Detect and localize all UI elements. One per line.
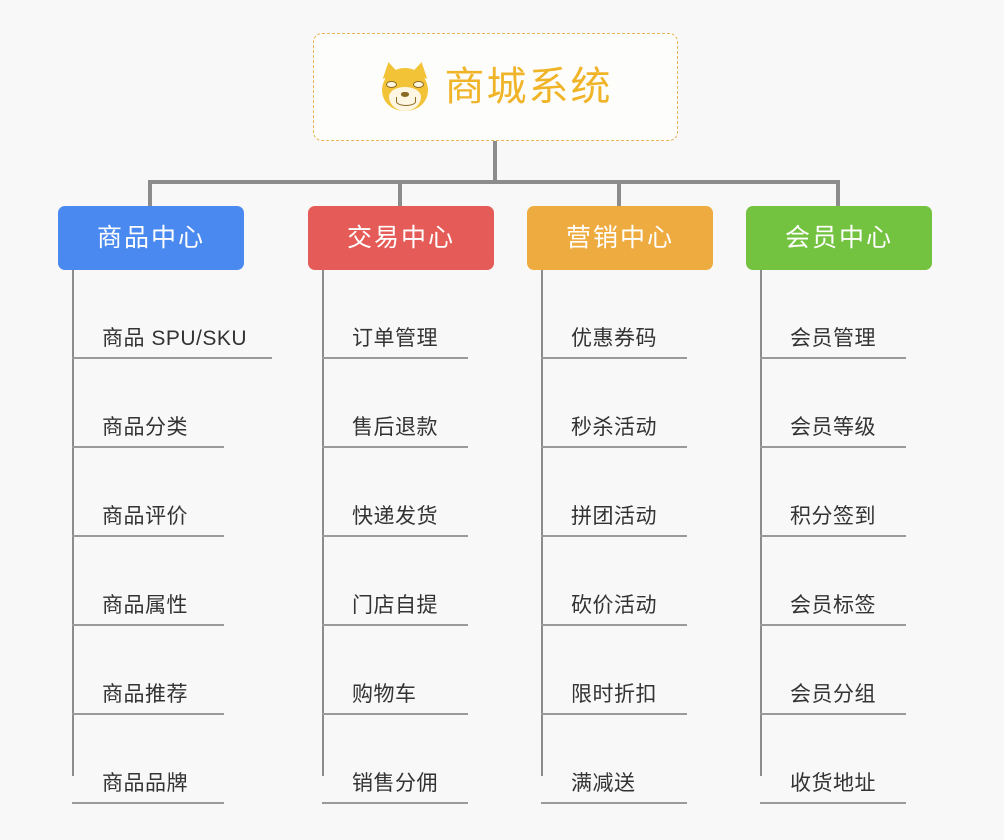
leaf-label: 商品分类 bbox=[102, 415, 188, 439]
leaf-label: 会员等级 bbox=[790, 415, 876, 439]
leaf-label: 门店自提 bbox=[352, 593, 438, 617]
leaf-item[interactable]: 购物车 bbox=[308, 626, 494, 715]
leaf-label: 快递发货 bbox=[352, 504, 438, 528]
branch-marketing-center: 营销中心 优惠券码 秒杀活动 拼团活动 砍价活动 限时折扣 满减送 bbox=[527, 206, 713, 804]
leaf-label: 砍价活动 bbox=[571, 593, 657, 617]
branch-transaction-center: 交易中心 订单管理 售后退款 快递发货 门店自提 购物车 销售分佣 bbox=[308, 206, 494, 804]
leaf-label: 商品品牌 bbox=[102, 771, 188, 795]
leaf-item[interactable]: 会员标签 bbox=[746, 537, 932, 626]
leaf-item[interactable]: 限时折扣 bbox=[527, 626, 713, 715]
branch-header-product-center[interactable]: 商品中心 bbox=[58, 206, 244, 270]
leaf-label: 限时折扣 bbox=[571, 682, 657, 706]
connector-drop-branch-1 bbox=[148, 182, 152, 209]
leaf-item[interactable]: 积分签到 bbox=[746, 448, 932, 537]
leaf-list-marketing-center: 优惠券码 秒杀活动 拼团活动 砍价活动 限时折扣 满减送 bbox=[527, 270, 713, 804]
branch-header-transaction-center[interactable]: 交易中心 bbox=[308, 206, 494, 270]
leaf-item[interactable]: 商品属性 bbox=[58, 537, 244, 626]
leaf-item[interactable]: 商品 SPU/SKU bbox=[58, 270, 272, 359]
leaf-label: 满减送 bbox=[571, 771, 636, 795]
leaf-item[interactable]: 拼团活动 bbox=[527, 448, 713, 537]
leaf-label: 积分签到 bbox=[790, 504, 876, 528]
leaf-item[interactable]: 门店自提 bbox=[308, 537, 494, 626]
connector-drop-branch-3 bbox=[617, 182, 621, 209]
leaf-label: 拼团活动 bbox=[571, 504, 657, 528]
leaf-item[interactable]: 订单管理 bbox=[308, 270, 494, 359]
branch-header-marketing-center[interactable]: 营销中心 bbox=[527, 206, 713, 270]
root-title: 商城系统 bbox=[444, 65, 613, 109]
leaf-label: 收货地址 bbox=[790, 771, 876, 795]
leaf-item[interactable]: 收货地址 bbox=[746, 715, 932, 804]
leaf-label: 优惠券码 bbox=[571, 326, 657, 350]
leaf-label: 售后退款 bbox=[352, 415, 438, 439]
leaf-list-product-center: 商品 SPU/SKU 商品分类 商品评价 商品属性 商品推荐 商品品牌 bbox=[58, 270, 272, 804]
leaf-item[interactable]: 会员分组 bbox=[746, 626, 932, 715]
leaf-label: 商品属性 bbox=[102, 593, 188, 617]
shiba-inu-dog-icon bbox=[379, 60, 431, 113]
leaf-label: 商品 SPU/SKU bbox=[102, 326, 248, 350]
branch-header-member-center[interactable]: 会员中心 bbox=[746, 206, 932, 270]
leaf-item[interactable]: 秒杀活动 bbox=[527, 359, 713, 448]
leaf-item[interactable]: 商品分类 bbox=[58, 359, 244, 448]
leaf-item[interactable]: 快递发货 bbox=[308, 448, 494, 537]
connector-root-vertical bbox=[493, 141, 497, 182]
leaf-list-member-center: 会员管理 会员等级 积分签到 会员标签 会员分组 收货地址 bbox=[746, 270, 932, 804]
leaf-item[interactable]: 会员管理 bbox=[746, 270, 932, 359]
leaf-label: 秒杀活动 bbox=[571, 415, 657, 439]
leaf-label: 购物车 bbox=[352, 682, 417, 706]
leaf-label: 订单管理 bbox=[352, 326, 438, 350]
leaf-label: 销售分佣 bbox=[352, 771, 438, 795]
connector-horizontal-bar bbox=[148, 180, 840, 184]
branch-member-center: 会员中心 会员管理 会员等级 积分签到 会员标签 会员分组 收货地址 bbox=[746, 206, 932, 804]
leaf-item[interactable]: 商品推荐 bbox=[58, 626, 244, 715]
leaf-label: 会员标签 bbox=[790, 593, 876, 617]
leaf-item[interactable]: 商品品牌 bbox=[58, 715, 244, 804]
root-node[interactable]: 商城系统 bbox=[313, 33, 678, 141]
leaf-item[interactable]: 销售分佣 bbox=[308, 715, 494, 804]
connector-drop-branch-2 bbox=[398, 182, 402, 209]
leaf-item[interactable]: 优惠券码 bbox=[527, 270, 713, 359]
leaf-item[interactable]: 会员等级 bbox=[746, 359, 932, 448]
branch-product-center: 商品中心 商品 SPU/SKU 商品分类 商品评价 商品属性 商品推荐 商品品牌 bbox=[58, 206, 272, 804]
leaf-label: 会员分组 bbox=[790, 682, 876, 706]
connector-drop-branch-4 bbox=[836, 182, 840, 209]
leaf-item[interactable]: 售后退款 bbox=[308, 359, 494, 448]
leaf-list-transaction-center: 订单管理 售后退款 快递发货 门店自提 购物车 销售分佣 bbox=[308, 270, 494, 804]
leaf-item[interactable]: 满减送 bbox=[527, 715, 713, 804]
leaf-label: 商品推荐 bbox=[102, 682, 188, 706]
leaf-item[interactable]: 砍价活动 bbox=[527, 537, 713, 626]
leaf-label: 商品评价 bbox=[102, 504, 188, 528]
leaf-item[interactable]: 商品评价 bbox=[58, 448, 244, 537]
leaf-label: 会员管理 bbox=[790, 326, 876, 350]
